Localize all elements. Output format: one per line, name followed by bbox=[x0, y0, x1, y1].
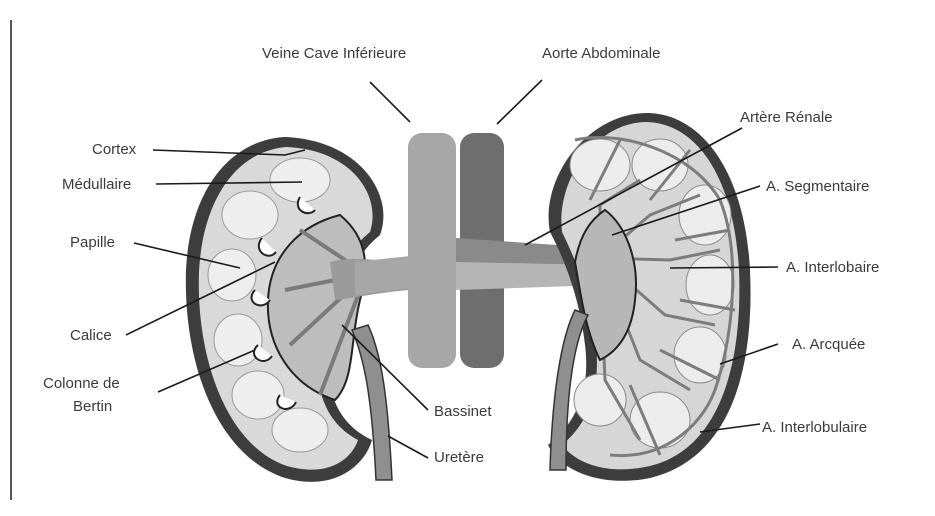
label-a-arquee: A. Arcquée bbox=[792, 336, 865, 353]
label-papille: Papille bbox=[70, 234, 115, 251]
label-bassinet: Bassinet bbox=[434, 403, 492, 420]
label-veine-cave: Veine Cave Inférieure bbox=[262, 45, 406, 62]
label-artere-renale: Artère Rénale bbox=[740, 109, 833, 126]
label-calice: Calice bbox=[70, 327, 112, 344]
label-a-interlobaire: A. Interlobaire bbox=[786, 259, 879, 276]
vena-cava bbox=[408, 133, 456, 368]
label-medullaire: Médullaire bbox=[62, 176, 131, 193]
label-colonne-line2: Bertin bbox=[73, 398, 112, 415]
right-kidney bbox=[548, 113, 751, 481]
left-kidney bbox=[186, 137, 410, 482]
label-aorte: Aorte Abdominale bbox=[542, 45, 660, 62]
label-colonne-line1: Colonne de bbox=[43, 375, 120, 392]
label-a-segmentaire: A. Segmentaire bbox=[766, 178, 869, 195]
label-cortex: Cortex bbox=[92, 141, 137, 158]
label-a-interlobulaire: A. Interlobulaire bbox=[762, 419, 867, 436]
label-uretere: Uretère bbox=[434, 449, 484, 466]
